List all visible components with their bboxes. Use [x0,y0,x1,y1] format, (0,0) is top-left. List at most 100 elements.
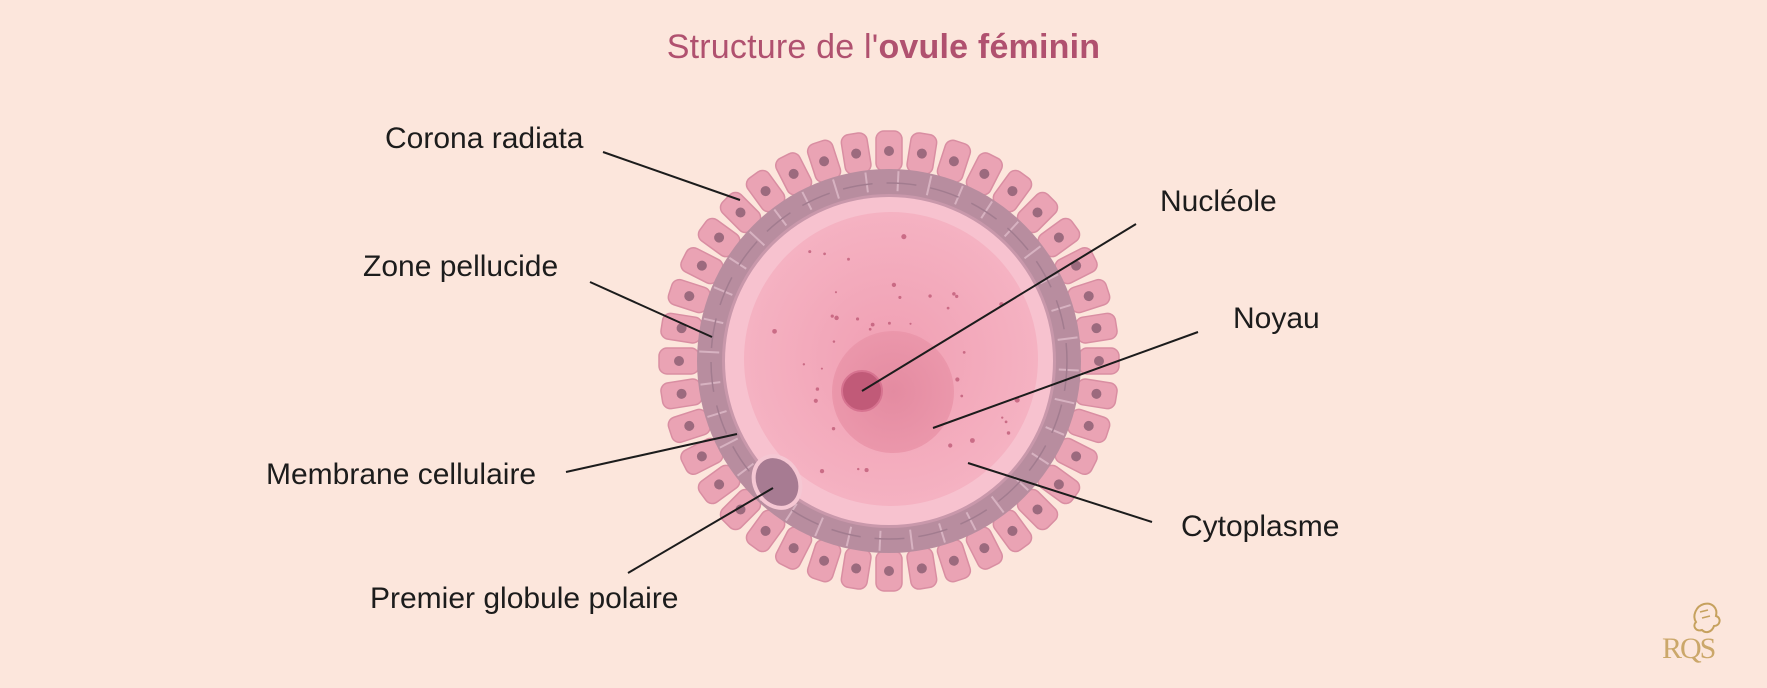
corona-cell [1078,347,1120,375]
zona-stripe [1057,336,1078,341]
corona-cell [680,247,724,285]
granule [887,321,891,325]
granule [868,327,872,331]
granule [901,234,907,240]
corona-cell [806,539,842,583]
label-membrane-cellulaire: Membrane cellulaire [266,458,537,491]
zona-stripe [909,529,914,550]
leader-corona [602,151,741,201]
label-corona-radiata: Corona radiata [385,122,584,155]
granule [909,322,912,325]
zona-pellucida-stripes [699,171,1079,551]
granule [952,292,956,296]
granule [864,468,869,473]
cytoplasm-granules [772,234,1020,474]
corona-cell [719,191,762,234]
granule [772,328,777,334]
granule [808,250,812,254]
label-nucleole: Nucléole [1160,185,1277,218]
granule [898,295,902,299]
diagram-title: Structure de l'ovule féminin [0,28,1767,67]
zona-stripe [938,523,946,543]
nucleus [832,331,954,453]
zona-stripe [990,495,1005,514]
zona-ring [710,182,1068,540]
corona-cell [906,132,938,175]
granule [831,426,836,431]
label-cytoplasme: Cytoplasme [1181,510,1340,543]
zona-stripe [814,517,824,537]
leader-membrane [565,433,738,473]
granule [847,257,850,261]
zona-stripe [1045,426,1065,436]
corona-cell [1054,247,1098,285]
lion-icon [1693,602,1721,634]
logo-text: RQS [1662,632,1716,665]
corona-cell [1075,378,1118,410]
zona-stripe [864,172,869,193]
granule [819,468,825,474]
zona-stripe [1023,245,1042,260]
granule [832,340,836,343]
zona-stripe [878,530,882,551]
zona-stripe [1051,304,1071,312]
zona-stripe [749,231,766,247]
granule [830,314,834,318]
corona-cell [660,312,703,344]
zona-stripe [965,511,977,531]
title-prefix: Structure de l' [666,28,879,66]
zona-stripe [785,503,798,522]
corona-cell [660,378,703,410]
zona-stripe [1054,397,1075,405]
leader-globule [627,487,774,574]
corona-cell [906,547,938,590]
granule [815,387,820,391]
granule [928,294,932,298]
granule [813,398,818,403]
zona-stripe [801,191,813,211]
granule [870,322,875,327]
granule [802,363,806,366]
granule [960,394,964,398]
corona-cell [875,130,903,172]
zona-stripe [925,175,933,196]
corona-cell [667,408,711,444]
corona-cell [667,278,711,314]
leader-nucleole [861,223,1137,392]
leader-cytoplasme [967,462,1153,523]
granule [834,291,837,294]
leader-lines [565,151,1199,574]
granule [955,377,960,382]
granule [1006,431,1011,435]
corona-cell [1067,278,1111,314]
corona-cell [840,547,872,590]
granule [1001,416,1004,419]
granule [855,317,860,321]
zona-stripe [700,381,721,386]
granule [857,467,860,471]
corona-cell [1067,408,1111,444]
granule [962,350,966,354]
zona-stripe [832,179,840,199]
granule [1004,420,1008,424]
granule [834,315,839,321]
label-noyau: Noyau [1233,302,1320,335]
corona-cell [840,132,872,175]
granule [820,367,823,370]
leader-zone [589,281,713,338]
zona-stripe [1058,368,1079,372]
leader-noyau [932,331,1199,429]
zona-stripe [773,208,788,227]
title-bold: ovule féminin [878,28,1101,66]
zona-stripe [736,462,755,477]
zona-stripe [1031,452,1050,465]
granule [891,282,897,288]
zona-stripe [1003,221,1019,238]
rqs-logo: RQS [1656,598,1756,682]
corona-cell [1054,437,1098,475]
corona-cell [775,152,813,196]
label-zone-pellucide: Zone pellucide [363,250,559,283]
granule [955,294,959,299]
